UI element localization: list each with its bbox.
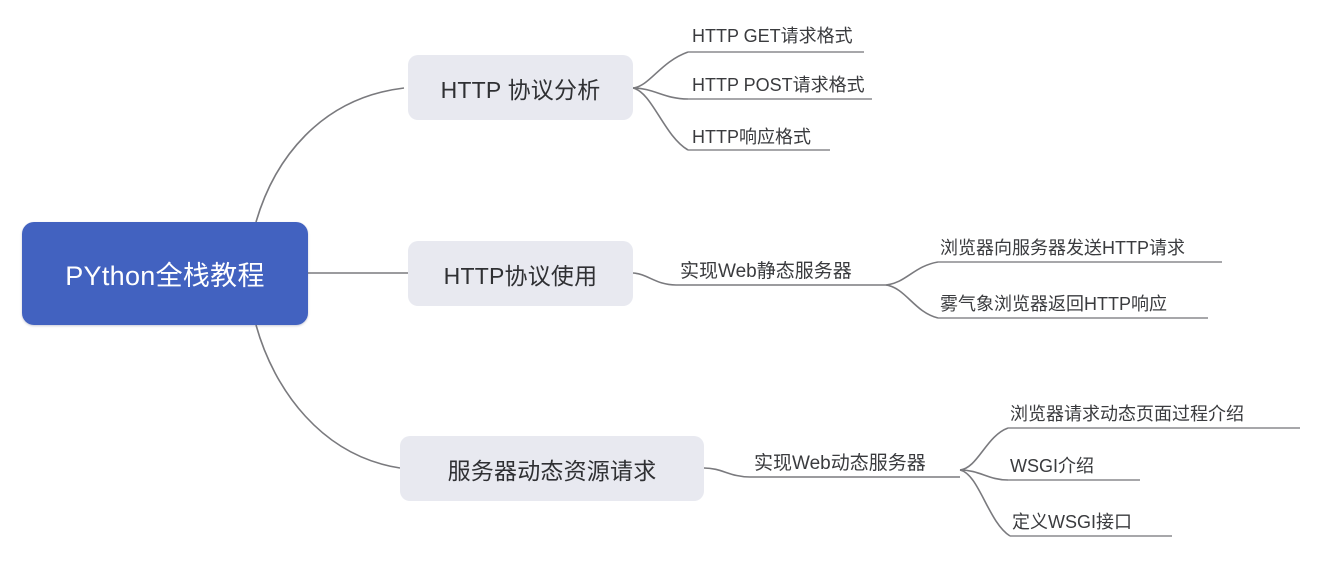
connector-mid-3-to-leaf-1: [959, 427, 1009, 471]
leaf-label-http-get-format[interactable]: HTTP GET请求格式: [692, 26, 853, 46]
branch-node-http-protocol-usage[interactable]: HTTP协议使用: [408, 241, 633, 306]
root-node-label: PYthon全栈教程: [65, 261, 265, 291]
leaf-label-server-returns-http-response[interactable]: 雾气象浏览器返回HTTP响应: [940, 294, 1167, 314]
connector-mid-2-to-leaf-2: [885, 284, 939, 319]
connector-branch-1-to-leaf-1: [632, 51, 689, 89]
connector-root-to-branch-1: [255, 87, 405, 223]
leaf-label-dynamic-page-request-process[interactable]: 浏览器请求动态页面过程介绍: [1010, 404, 1244, 424]
branch-node-label: HTTP 协议分析: [440, 76, 601, 103]
connector-branch-1-to-leaf-3: [632, 87, 689, 151]
branch-node-http-protocol-analysis[interactable]: HTTP 协议分析: [408, 55, 633, 120]
mid-label-dynamic-web-server[interactable]: 实现Web动态服务器: [754, 453, 926, 474]
connector-branch-1-to-leaf-2: [632, 87, 689, 100]
connector-root-to-branch-3: [255, 324, 401, 469]
branch-node-server-dynamic-resource-request[interactable]: 服务器动态资源请求: [400, 436, 704, 501]
branch-node-label: 服务器动态资源请求: [447, 457, 657, 484]
connector-mid-2-to-leaf-1: [885, 261, 939, 286]
leaf-label-http-post-format[interactable]: HTTP POST请求格式: [692, 75, 865, 95]
branch-node-label: HTTP协议使用: [443, 262, 598, 289]
leaf-label-wsgi-introduction[interactable]: WSGI介绍: [1010, 456, 1094, 476]
leaf-label-http-response-format[interactable]: HTTP响应格式: [692, 127, 811, 147]
leaf-label-define-wsgi-interface[interactable]: 定义WSGI接口: [1012, 512, 1132, 532]
mid-label-static-web-server[interactable]: 实现Web静态服务器: [680, 261, 852, 282]
connector-mid-3-to-leaf-2: [959, 469, 1009, 481]
leaf-label-browser-sends-http-request[interactable]: 浏览器向服务器发送HTTP请求: [940, 238, 1185, 258]
connector-mid-3-to-leaf-3: [959, 469, 1011, 537]
root-node[interactable]: PYthon全栈教程: [22, 222, 308, 325]
